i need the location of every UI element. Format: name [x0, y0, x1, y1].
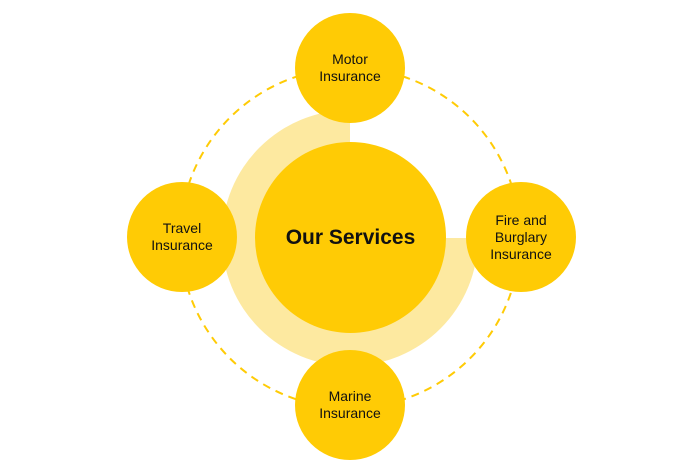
- service-node-fire-burglary-insurance: Fire and Burglary Insurance: [466, 182, 576, 292]
- service-node-marine-insurance: Marine Insurance: [295, 350, 405, 460]
- service-node-travel-insurance: Travel Insurance: [127, 182, 237, 292]
- center-node-our-services: Our Services: [255, 142, 446, 333]
- service-node-motor-insurance: Motor Insurance: [295, 13, 405, 123]
